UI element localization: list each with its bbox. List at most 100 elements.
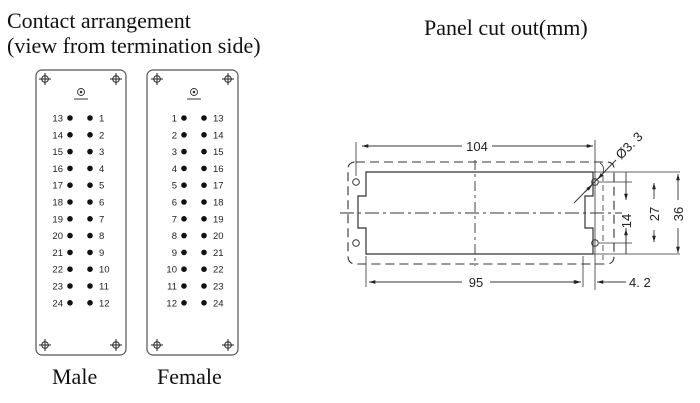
pin-row: 2 14 [172,130,224,141]
ground-symbol-icon [187,88,201,100]
contact-dot [181,199,187,205]
male-label: Male [52,364,98,389]
contact-dot [87,232,93,239]
pin-number: 20 [52,231,63,242]
pin-row: 20 8 [52,231,104,242]
pin-number: 6 [172,198,177,209]
contact-dot [67,115,73,121]
contact-dot [181,115,187,121]
contact-dot [181,283,187,289]
contact-dot [181,249,187,256]
pin-number: 21 [213,248,224,259]
pin-number: 5 [172,181,177,192]
contact-dot [201,199,207,205]
pin-row: 13 1 [52,114,104,125]
pin-number: 19 [213,214,224,225]
contact-dot [67,283,73,289]
pin-number: 13 [213,114,224,125]
mounting-hole-icon [151,73,163,85]
contact-dot [201,216,207,222]
pin-row: 9 21 [172,248,224,259]
contact-dot [181,165,187,172]
pin-number: 17 [213,181,224,192]
contact-dot [201,115,207,121]
contact-dot [87,300,93,306]
pin-number: 16 [213,164,224,175]
pin-number: 8 [99,231,104,242]
pin-number: 9 [99,248,104,259]
contact-dot [67,232,73,239]
contact-dot [181,182,187,188]
dim-hole-spacing: 14 [619,214,634,228]
contact-dot [67,165,73,172]
contact-dot [181,148,187,155]
pin-number: 7 [99,214,104,225]
pin-number: 3 [99,147,104,158]
pin-number: 8 [172,231,177,242]
pin-number: 22 [52,265,63,276]
flange-outline [347,161,615,265]
pin-number: 23 [213,282,224,293]
contact-dot [87,249,93,256]
pin-number: 1 [99,114,104,125]
contact-dot [67,266,73,273]
mounting-hole-icon [222,339,234,351]
contact-dot [181,300,187,306]
contact-title-line1: Contact arrangement [7,8,191,33]
mounting-hole-icon [39,73,51,85]
contact-dot [181,232,187,239]
panel-cutout-drawing [340,140,680,290]
pin-number: 9 [172,248,177,259]
pin-number: 4 [172,164,177,175]
pin-number: 17 [52,181,63,192]
contact-dot [87,283,93,289]
mounting-hole-icon [110,73,122,85]
contact-dot [201,266,207,273]
pin-number: 10 [166,265,177,276]
pin-number: 2 [172,130,177,141]
panel-cutout-title: Panel cut out(mm) [424,15,588,40]
pin-number: 21 [52,248,63,259]
dim-hole-diameter: Ø3. 3 [613,129,646,162]
pin-row: 21 9 [52,248,104,259]
female-label: Female [157,364,222,389]
contact-title-line2: (view from termination side) [7,33,261,58]
contact-dot [201,300,207,306]
dim-cutout-width: 95 [469,275,483,290]
contact-dot [87,115,93,121]
pin-number: 6 [99,198,104,209]
pin-row: 7 19 [172,214,224,225]
contact-dot [67,216,73,222]
pin-number: 24 [213,298,224,309]
pin-number: 15 [52,147,63,158]
contact-dot [87,132,93,138]
contact-dot [87,182,93,188]
contact-dot [201,283,207,289]
contact-dot [201,249,207,256]
pin-number: 14 [213,130,224,141]
contact-dot [67,249,73,256]
cutout-hole [352,239,360,247]
contact-dot [87,165,93,172]
pin-number: 7 [172,214,177,225]
pin-number: 20 [213,231,224,242]
pin-number: 13 [52,114,63,125]
contact-dot [201,232,207,239]
pin-number: 11 [167,282,177,293]
dim-cutout-height: 27 [647,207,662,221]
contact-dot [181,266,187,273]
contact-dot [87,148,93,155]
contact-dot [67,132,73,138]
contact-arrangement-title: Contact arrangement (view from terminati… [7,8,261,58]
contact-dot [201,148,207,155]
mounting-hole-icon [39,339,51,351]
